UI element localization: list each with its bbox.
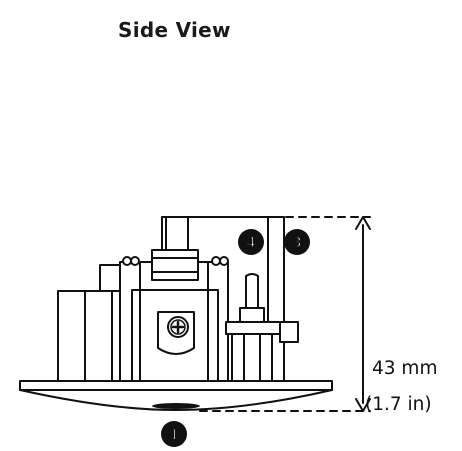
connector — [225, 273, 299, 382]
diagram-title: Side View — [118, 18, 231, 42]
screw — [167, 316, 189, 338]
base-plate — [19, 380, 333, 411]
dimension-lines — [199, 216, 371, 412]
left-housing — [57, 264, 135, 382]
callout-1: 1 — [161, 421, 187, 447]
callout-3-label: 3 — [292, 234, 302, 252]
dimension-imperial: (1.7 in) — [365, 394, 432, 415]
bracket — [119, 249, 229, 382]
callout-4-label: 4 — [246, 234, 256, 252]
callout-4: 4 — [238, 229, 264, 255]
callout-1-label: 1 — [169, 426, 179, 444]
callout-3: 3 — [284, 229, 310, 255]
dimension-metric: 43 mm — [372, 358, 438, 379]
